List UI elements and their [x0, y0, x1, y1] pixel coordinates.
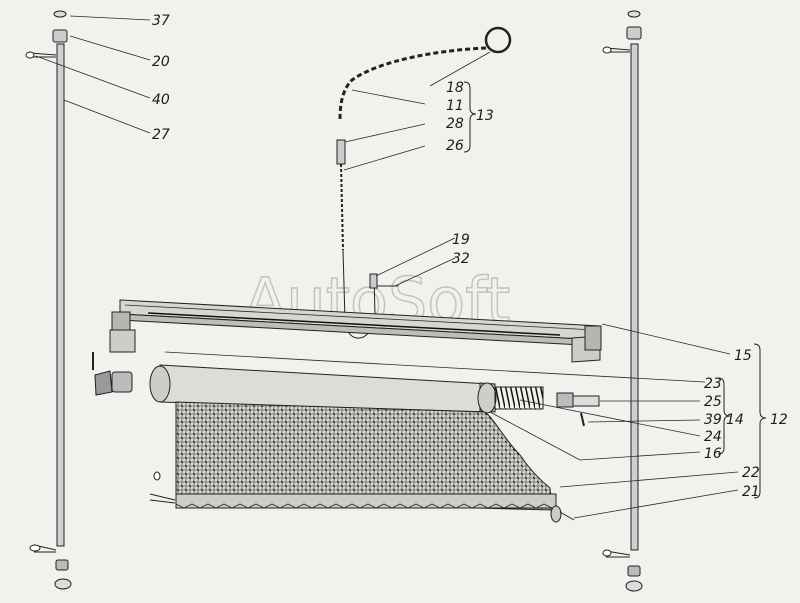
callout-25: 25 [704, 394, 722, 410]
chain-connector [336, 139, 346, 165]
left-end-fitting [92, 352, 133, 396]
callout-19: 19 [452, 232, 470, 248]
bracket-left-end [109, 329, 136, 353]
brace-13 [463, 81, 477, 153]
brace-12 [753, 343, 767, 499]
bottom-bar-pin-left [149, 493, 176, 504]
callout-24: 24 [704, 429, 722, 445]
callout-16: 16 [704, 446, 722, 462]
shade-fabric-panel [149, 401, 575, 523]
right-rod-assembly [602, 10, 643, 592]
small-pin [580, 412, 585, 427]
bushing-top-right [626, 26, 642, 40]
shade-fabric [175, 401, 553, 511]
callout-37: 37 [152, 13, 170, 29]
callout-15: 15 [734, 348, 752, 364]
spring [494, 386, 544, 410]
pull-cord [340, 163, 344, 251]
callout-13: 13 [476, 108, 494, 124]
axle-stub [572, 395, 600, 407]
callout-40: 40 [152, 92, 170, 108]
chain [338, 46, 487, 121]
bushing-bottom-right [627, 565, 641, 577]
callout-labels: 37 20 40 27 18 11 28 26 13 19 32 15 23 2… [152, 13, 788, 500]
mounting-bracket [109, 299, 602, 363]
callout-23: 23 [704, 376, 722, 392]
bushing-bottom-left [55, 559, 69, 571]
left-rod-assembly [25, 10, 72, 590]
callout-28: 28 [446, 116, 464, 132]
leader-lines [35, 15, 739, 519]
callout-22: 22 [742, 465, 760, 481]
cord-clip [369, 273, 378, 289]
pull-chain-assembly [336, 26, 512, 339]
left-rod [56, 43, 65, 547]
callout-12: 12 [770, 412, 788, 428]
pull-ring [484, 26, 512, 54]
spring-bushing [556, 392, 574, 408]
braces [463, 81, 767, 499]
callout-18: 18 [446, 80, 464, 96]
washer-bottom-left [54, 578, 72, 590]
callout-26: 26 [446, 138, 464, 154]
bushing-top-left [52, 29, 68, 43]
washer-top-right [627, 10, 641, 18]
callout-14: 14 [726, 412, 744, 428]
bottom-bar-pin-right [559, 511, 575, 521]
right-rod [630, 43, 639, 551]
washer-top-left [53, 10, 67, 18]
callout-21: 21 [742, 484, 760, 500]
callout-27: 27 [152, 127, 170, 143]
callout-20: 20 [152, 54, 170, 70]
brace-14 [717, 377, 731, 455]
callout-39: 39 [704, 412, 722, 428]
washer-bottom-right [625, 580, 643, 592]
callout-11: 11 [446, 98, 464, 114]
callout-32: 32 [452, 251, 470, 267]
cotter-pin-top-left [29, 52, 57, 58]
